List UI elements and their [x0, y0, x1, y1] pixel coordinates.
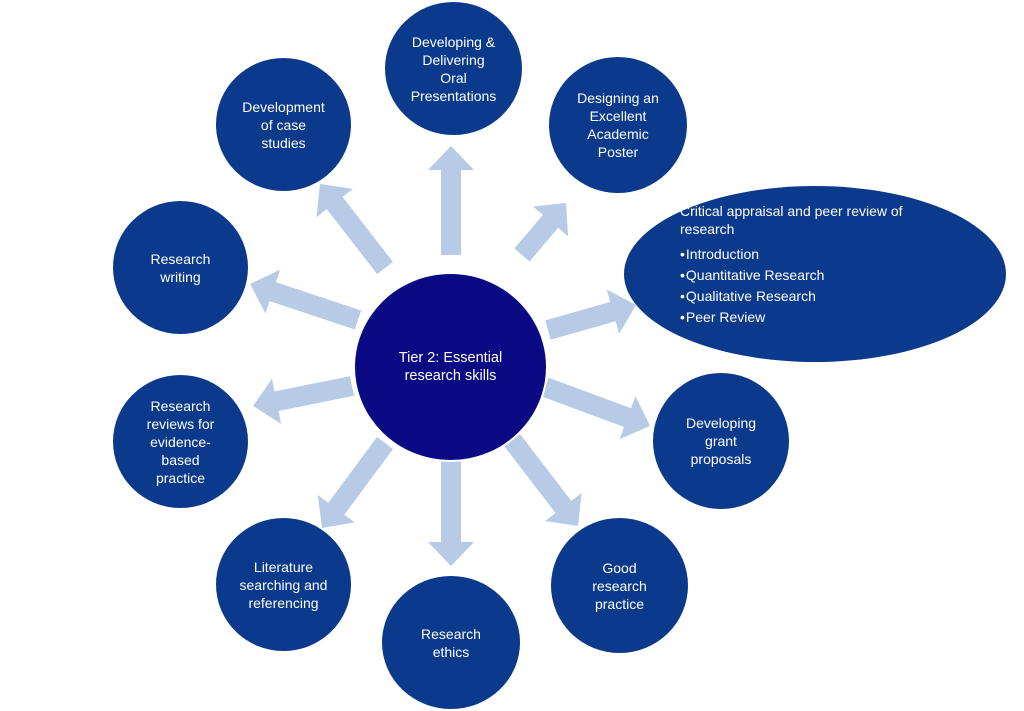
- node-label: Designing an Excellent Academic Poster: [577, 90, 659, 160]
- arrow-to-critical-appraisal: [545, 289, 636, 340]
- arrow-to-research-reviews: [253, 376, 354, 424]
- node-grant-proposals: Developing grant proposals: [653, 373, 789, 509]
- critical-appraisal-list: Introduction Quantitative Research Quali…: [680, 244, 1006, 328]
- node-critical-appraisal: Critical appraisal and peer review of re…: [624, 186, 1006, 362]
- critical-appraisal-item: Introduction: [680, 244, 1006, 265]
- node-case-studies: Development of case studies: [216, 58, 351, 191]
- center-label: Tier 2: Essential research skills: [398, 350, 503, 384]
- center-node: Tier 2: Essential research skills: [353, 272, 548, 462]
- node-research-ethics: Research ethics: [382, 576, 520, 709]
- arrow-to-grant-proposals: [541, 377, 650, 440]
- critical-appraisal-item: Quantitative Research: [680, 265, 1006, 286]
- node-label: Development of case studies: [242, 98, 325, 151]
- arrow-to-case-studies: [316, 184, 393, 275]
- arrow-to-good-practice: [504, 433, 582, 526]
- arrow-to-oral-presentations: [428, 146, 474, 255]
- arrow-to-literature-searching: [317, 437, 393, 528]
- node-literature-searching: Literature searching and referencing: [216, 518, 351, 651]
- node-label: Literature searching and referencing: [239, 558, 328, 611]
- node-label: Developing & Delivering Oral Presentatio…: [410, 33, 497, 104]
- node-label: Research ethics: [421, 625, 481, 660]
- critical-appraisal-item: Qualitative Research: [680, 286, 1006, 307]
- critical-appraisal-item: Peer Review: [680, 307, 1006, 328]
- node-academic-poster: Designing an Excellent Academic Poster: [549, 57, 687, 193]
- node-label: Research writing: [150, 250, 211, 285]
- node-label: Developing grant proposals: [685, 415, 757, 467]
- arrow-to-research-ethics: [428, 456, 474, 566]
- node-research-writing: Research writing: [113, 201, 248, 334]
- arrow-to-research-writing: [250, 269, 362, 330]
- node-good-practice: Good research practice: [551, 518, 688, 653]
- node-oral-presentations: Developing & Delivering Oral Presentatio…: [385, 2, 522, 135]
- critical-appraisal-title: Critical appraisal and peer review of re…: [680, 203, 903, 237]
- node-label: Research reviews for evidence- based pra…: [146, 397, 215, 486]
- node-label: Good research practice: [592, 559, 647, 612]
- arrow-to-academic-poster: [514, 203, 569, 262]
- node-research-reviews: Research reviews for evidence- based pra…: [113, 375, 248, 508]
